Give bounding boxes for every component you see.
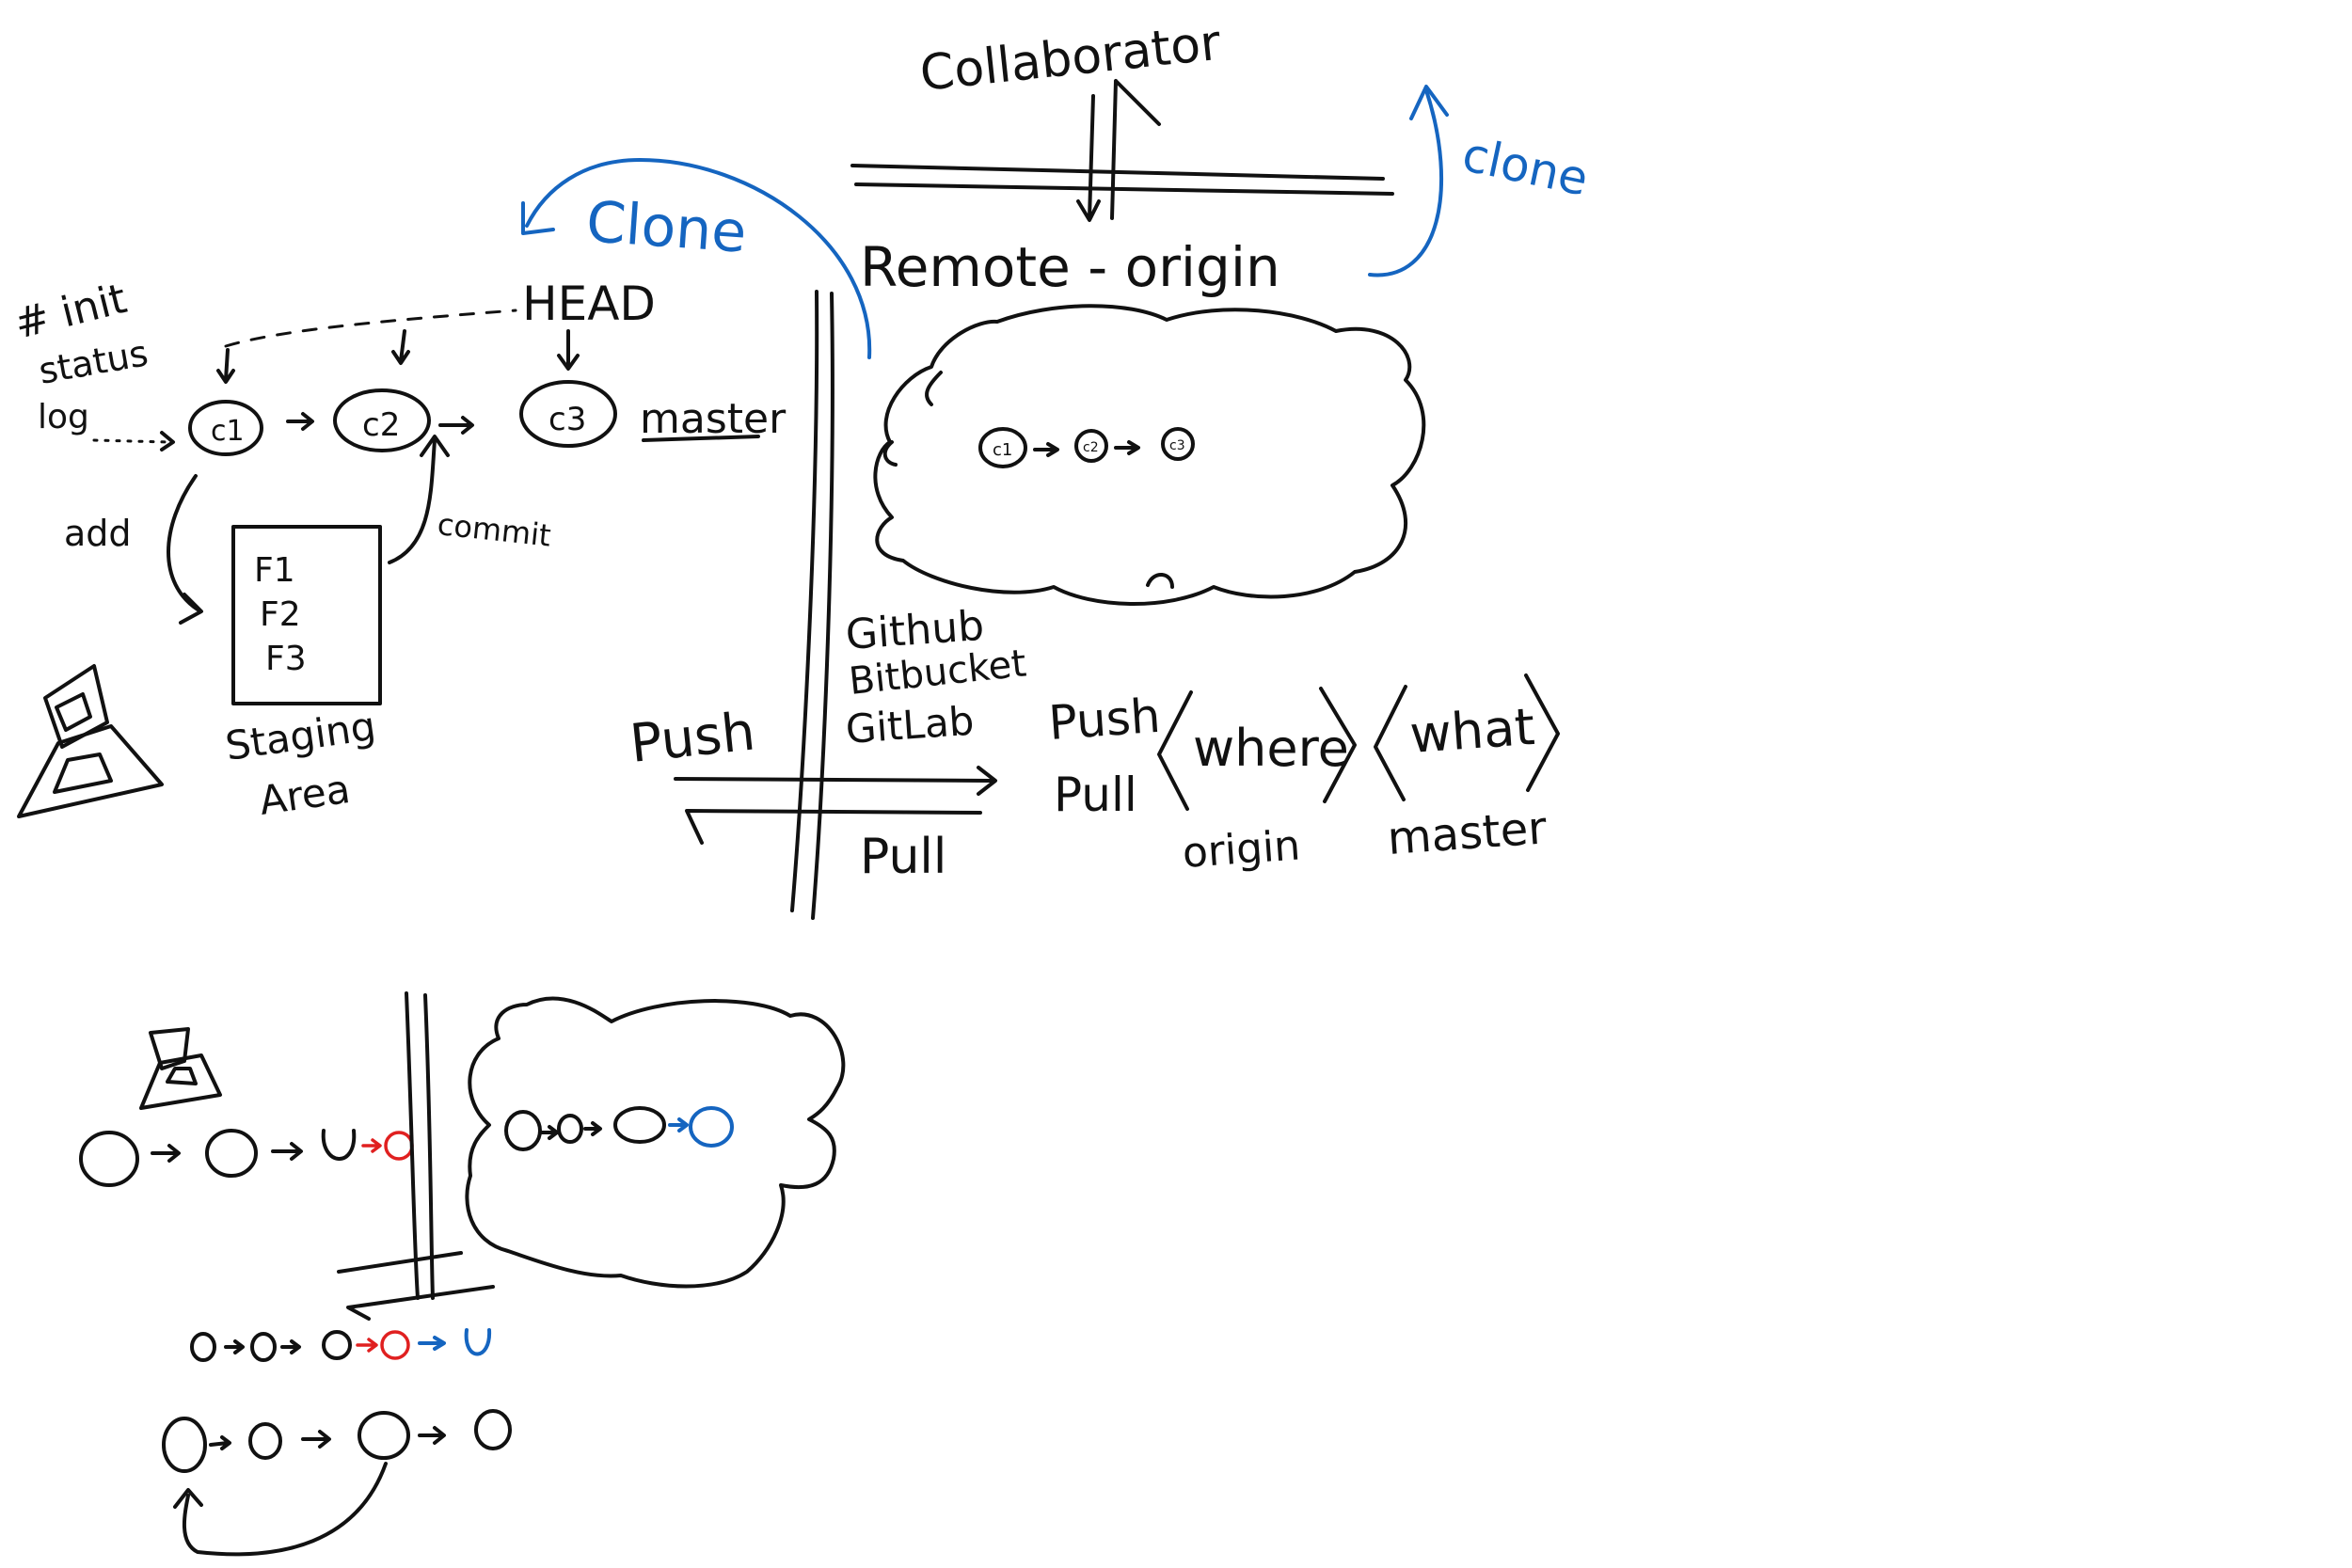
remote-commit-c3-label: c3: [1169, 438, 1185, 453]
cmd-add: add: [64, 513, 132, 554]
commit-arrow: [286, 412, 314, 431]
clone-right-arrow-head: [1409, 85, 1449, 120]
staging-box: [231, 525, 382, 705]
new-remote-node-arrow: [668, 1117, 689, 1132]
clone-right: clone: [1368, 85, 1594, 277]
remote-origin: Remote - origin c1 c2 c3: [860, 235, 1426, 606]
remote-title: Remote - origin: [860, 235, 1280, 299]
network-divider: Push Pull Github Bitbucket GitLab: [628, 290, 1028, 920]
bracket-open: [1374, 685, 1407, 801]
bracket-close: [1319, 687, 1357, 803]
host-gitlab: GitLab: [844, 698, 976, 752]
bracket-close: [1524, 673, 1560, 792]
local-commit-graph: c1 c2 c3 master HEAD: [188, 277, 787, 456]
push-arrow: [674, 766, 997, 796]
local-commit-c1-label: c1: [211, 415, 245, 448]
new-node-arrow: [361, 1138, 382, 1153]
add-arrow-head: [179, 593, 203, 625]
head-dashed-pointer: [224, 309, 517, 348]
syntax-what: what: [1408, 697, 1537, 765]
bottom-merged-graph: [162, 1328, 512, 1557]
syntax-master: master: [1386, 801, 1549, 865]
bottom-remote: [465, 996, 846, 1289]
staged-file-f2: F2: [260, 595, 301, 634]
bottom-divider: [337, 991, 495, 1321]
add-arrow: [167, 474, 199, 611]
remote-cloud: [873, 304, 1426, 606]
collab-line-bottom: [854, 182, 1394, 196]
local-commit-c2: [333, 388, 431, 452]
log-dotted-arrow: [92, 438, 171, 444]
collab-pull-arrow: [1076, 94, 1101, 222]
remote-commit-graph: c1 c2 c3: [978, 427, 1195, 468]
commit-arrow-curve: [388, 438, 437, 564]
push-pull-syntax: Push Pull where what origin master: [1047, 673, 1560, 878]
new-local-node: [384, 1131, 414, 1161]
local-commit-c2-label: c2: [362, 406, 400, 444]
syntax-push: Push: [1047, 689, 1162, 751]
commit-arrow: [1114, 440, 1140, 455]
branch-underline: [642, 435, 760, 442]
cmd-status: status: [36, 332, 151, 392]
syntax-where: where: [1193, 719, 1349, 778]
head-arrow: [557, 329, 580, 371]
head-label: HEAD: [522, 277, 656, 331]
remote-hosts: Github Bitbucket GitLab: [844, 602, 1028, 752]
bracket-open: [1157, 690, 1193, 811]
node: [79, 1131, 139, 1187]
clone-right-arrow: [1368, 88, 1443, 277]
divider-line-left: [790, 290, 819, 912]
commit-arrow-head: [420, 435, 450, 457]
local-commands: # init status log: [9, 275, 175, 451]
collab-push-arrow: [1110, 79, 1161, 220]
remote-commit-c2: [1074, 429, 1108, 463]
syntax-origin: origin: [1181, 821, 1302, 878]
staged-file-f1: F1: [254, 551, 295, 590]
clone-right-label: clone: [1458, 127, 1594, 207]
staging-label-line1: Staging: [223, 703, 379, 769]
syntax-pull: Pull: [1054, 768, 1137, 822]
remote-commit-c1-label: c1: [993, 440, 1012, 460]
bottom-laptop-icon: [139, 1027, 222, 1110]
bottom-local-graph: [79, 1129, 414, 1187]
local-commit-c1: [188, 400, 263, 456]
host-github: Github: [844, 602, 985, 659]
staging-area: add F1 F2 F3 commit Staging Area: [64, 435, 552, 824]
divider-line-right: [811, 292, 834, 920]
clone-left-label: Clone: [584, 189, 749, 266]
laptop-icon: [17, 664, 164, 818]
remote-commit-c3: [1161, 427, 1195, 461]
node-arrow: [151, 1144, 181, 1163]
remote-commit-c1: [978, 427, 1027, 468]
push-label: Push: [628, 701, 758, 775]
clone-left-arrow-head: [521, 201, 555, 235]
commit-arrow: [1033, 442, 1059, 457]
staged-file-f3: F3: [265, 640, 307, 678]
staging-label-line2: Area: [257, 766, 354, 824]
cmd-commit: commit: [436, 506, 552, 553]
commit-arrow: [438, 416, 474, 435]
clone-left: Clone: [521, 158, 872, 359]
new-remote-node: [689, 1106, 734, 1148]
pull-arrow: [685, 809, 982, 845]
pointer-arrow: [216, 348, 235, 384]
collab-line-top: [850, 164, 1385, 181]
log-arrow-head: [160, 431, 175, 451]
local-commit-c3: [519, 380, 617, 448]
cmd-log: log: [38, 398, 89, 436]
pull-label: Pull: [860, 829, 946, 885]
node-arrow: [271, 1142, 303, 1161]
local-commit-c3-label: c3: [548, 401, 586, 438]
node: [321, 1129, 357, 1161]
bottom-remote-cloud: [465, 996, 846, 1289]
branch-master-label: master: [640, 395, 787, 443]
node: [205, 1129, 258, 1178]
collaborator-label: Collaborator: [917, 15, 1224, 103]
clone-left-arrow: [525, 158, 872, 359]
remote-commit-c2-label: c2: [1083, 440, 1099, 455]
collaborator: Collaborator: [850, 15, 1394, 222]
pointer-arrow: [391, 329, 410, 365]
